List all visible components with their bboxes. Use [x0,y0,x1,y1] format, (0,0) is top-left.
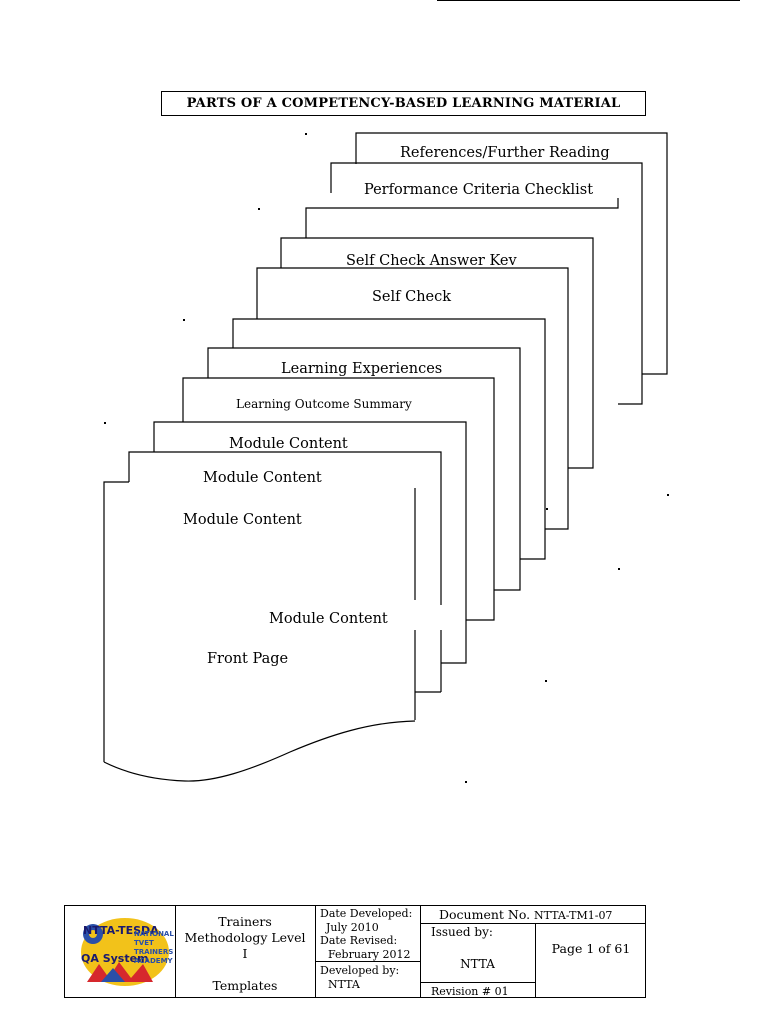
sheet-label-module-content-4: Module Content [269,611,388,627]
footer-course-line3: I [242,946,248,961]
footer-date-revised: February 2012 [328,947,411,961]
stray-dot [104,422,106,424]
footer-course-line1: Trainers [218,914,272,929]
footer-document-number: Document No. NTTA-TM1-07 [439,907,612,923]
sheet-references [355,132,668,375]
footer-course-line2: Methodology Level [184,930,306,945]
stray-dot [667,494,669,496]
footer-divider [175,906,176,997]
ntta-tesda-logo: NTTA-TESDA QA System NATIONAL TVET TRAIN… [79,912,175,990]
stray-dot [545,680,547,682]
stray-dot [546,508,548,510]
footer-document-no-label: Document No. [439,907,531,922]
footer-developed-by: NTTA [328,977,360,991]
footer-document-no: NTTA-TM1-07 [533,909,613,922]
sheet-label-references: References/Further Reading [400,145,610,161]
footer-divider [420,906,421,997]
footer-dates: Date Developed: July 2010 Date Revised: … [320,907,412,961]
sheet-label-self-check: Self Check [372,289,452,305]
logo-ntta-tesda-text: NTTA-TESDA [83,924,159,937]
sheet-blank-1 [305,198,619,238]
footer-developed-by-label: Developed by: [320,964,400,977]
footer-course-line4: Templates [212,978,278,993]
sheet-stack-diagram [103,132,668,782]
footer-divider [420,923,645,924]
sheet-label-self-check-answer-key: Self Check Answer Kev [346,253,517,269]
sheet-label-module-content-2: Module Content [203,470,322,486]
footer-issued-by: NTTA [460,957,495,971]
logo-tvet-text: TVET [134,939,154,947]
sheet-module-content-2 [128,451,442,605]
footer-divider [420,982,535,983]
stray-dot [258,208,260,210]
footer-divider [535,923,536,997]
logo-qa-system-text: QA System [81,952,149,965]
footer-divider [315,961,420,962]
logo-national-text: NATIONAL [134,930,174,938]
stray-dot [465,781,467,783]
logo-trainers-text: TRAINERS [134,948,174,956]
document-footer-table: NTTA-TESDA QA System NATIONAL TVET TRAIN… [64,905,646,998]
footer-course: Trainers Methodology Level I [175,914,315,962]
sheet-module-content-1 [153,421,467,664]
footer-page-number: Page 1 of 61 [551,941,631,956]
logo-academy-text: ACADEMY [134,957,173,965]
sheet-label-learning-experiences: Learning Experiences [281,361,443,377]
stray-dot [305,133,307,135]
sheet-blank-2 [232,318,546,560]
footer-revision: Revision # 01 [431,985,509,998]
page-title: PARTS OF A COMPETENCY-BASED LEARNING MAT… [161,91,646,116]
stray-dot [183,319,185,321]
sheet-label-learning-outcome-summary: Learning Outcome Summary [236,397,412,411]
footer-developer: Developed by: NTTA [320,964,399,991]
footer-date-developed: July 2010 [326,920,379,934]
sheet-performance-checklist [330,162,643,405]
footer-date-revised-label: Date Revised: [320,934,398,947]
footer-date-developed-label: Date Developed: [320,907,413,920]
sheet-label-performance-checklist: Performance Criteria Checklist [364,182,594,198]
stray-dot [618,568,620,570]
footer-divider [315,906,316,997]
footer-issued-by-label: Issued by: [431,925,493,939]
sheet-label-front-page: Front Page [207,651,289,667]
sheet-label-module-content-1: Module Content [229,436,348,452]
sheet-label-module-content-3: Module Content [183,512,302,528]
sheet-learning-outcome-summary [182,377,495,621]
sheet-learning-experiences [207,347,521,591]
sheet-self-check [256,267,569,530]
header-rule [437,0,740,1]
sheet-self-check-answer-key [280,237,594,469]
